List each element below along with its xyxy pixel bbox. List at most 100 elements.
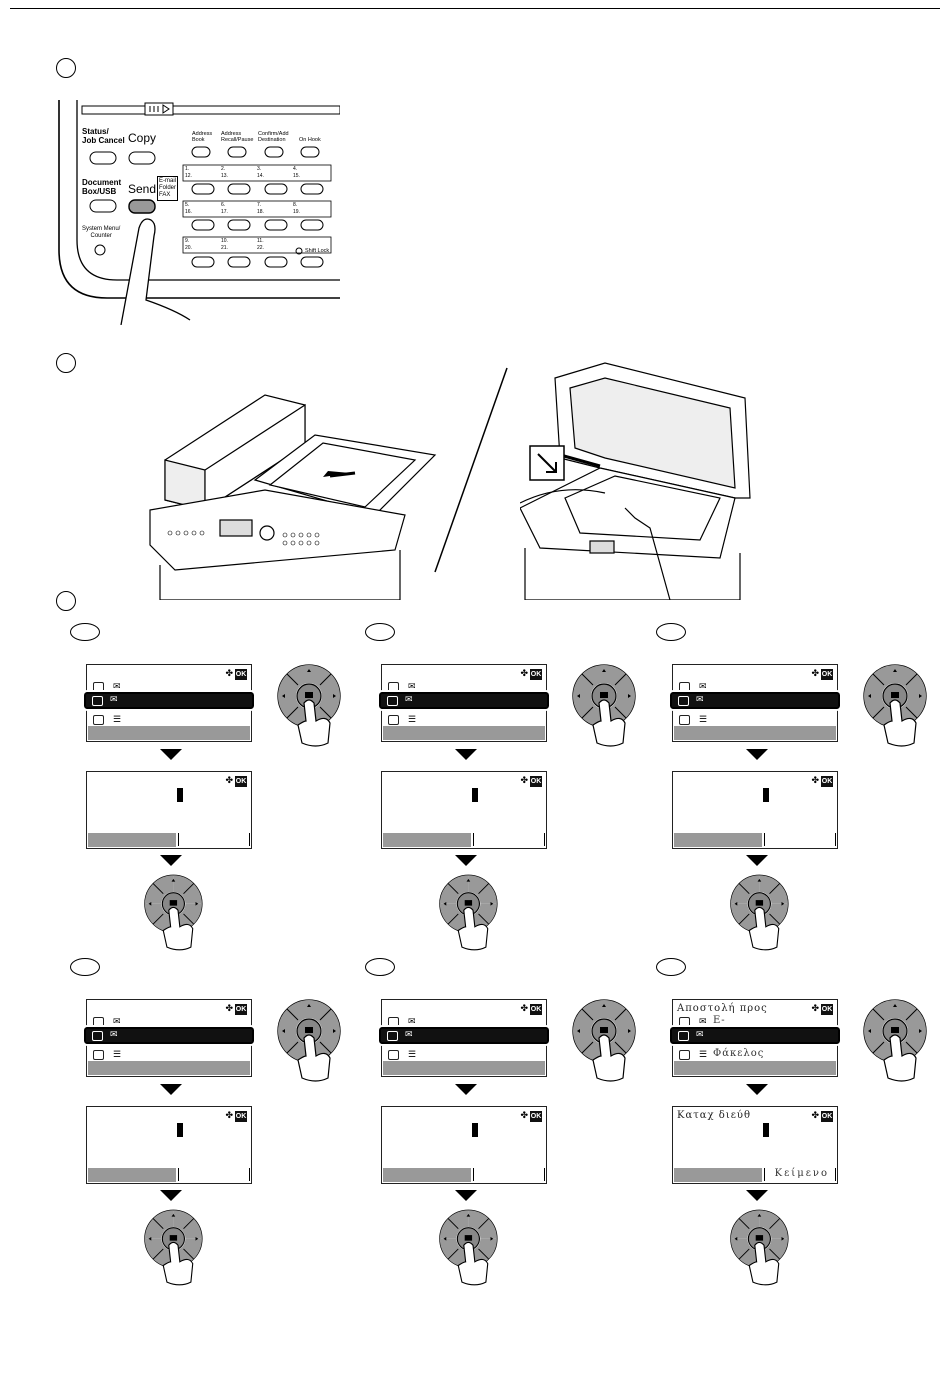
arrow-down-icon — [160, 749, 182, 760]
ok-icon: OK — [235, 1111, 247, 1122]
text-cursor — [763, 1123, 769, 1137]
nav-arrows-icon: ✤ — [225, 1110, 233, 1120]
arrow-key-icon — [863, 999, 927, 1082]
mail-icon: ✉ — [110, 694, 118, 704]
printer-adf-drawing — [149, 394, 437, 601]
arrow-down-icon — [160, 1084, 182, 1095]
arrow-down-icon — [455, 855, 477, 866]
confirm-add-key-label: Confirm/Add Destination — [258, 131, 289, 143]
mail-icon: ✉ — [696, 1029, 704, 1039]
mail-icon: ✉ — [110, 1029, 118, 1039]
lcd-softkey-right — [178, 833, 250, 846]
arrow-key-icon — [863, 664, 927, 747]
copy-key-label: Copy — [128, 131, 157, 145]
arrow-down-icon — [160, 1190, 182, 1201]
checkbox-icon — [388, 1050, 399, 1060]
arrow-down-icon — [746, 749, 768, 760]
one-touch-label: 16. — [185, 209, 192, 215]
arrow-key-icon — [730, 1209, 789, 1286]
system-menu-label: System Menu/ Counter — [82, 226, 121, 239]
step-1-marker — [56, 58, 76, 78]
lcd-softkey-left — [674, 1168, 762, 1182]
arrow-down-icon — [455, 749, 477, 760]
checkbox-icon — [93, 1017, 104, 1027]
one-touch-label: 19. — [293, 209, 300, 215]
lcd-send-to-screen: Αποστολή προς ✤ OK ✉↘ Ε-μ ✉ ☰ Φάκελος — [668, 999, 842, 1077]
arrow-down-icon — [455, 1190, 477, 1201]
one-touch-label: 22. — [257, 245, 264, 251]
lcd-entry-screen: Καταχ διεύθ ✤ OK Κείμενο — [672, 1106, 838, 1184]
lcd-softkey-left — [383, 1168, 471, 1182]
step-3-marker — [56, 591, 76, 611]
lcd-softkey-right — [473, 1168, 545, 1181]
one-touch-label: 10. — [221, 238, 228, 244]
lcd-softkey-bar — [88, 833, 250, 847]
one-touch-label: 15. — [293, 173, 300, 179]
arrow-down-icon — [160, 855, 182, 866]
checkbox-icon — [387, 1031, 398, 1041]
procedure-cell-3: ✤ OK ✉↘ ✉ ☰ — [656, 623, 927, 953]
sub-step-marker — [365, 958, 395, 976]
procedure-cell-4: ✤ OK ✉↘ ✉ ☰ — [70, 958, 341, 1288]
arrow-down-icon — [455, 1084, 477, 1095]
ok-icon: OK — [530, 1111, 542, 1122]
lcd-entry-screen: ✤ OK — [86, 1106, 252, 1184]
lcd-softkey-left — [674, 833, 762, 847]
lcd-softkey-bar — [383, 833, 545, 847]
platen-loading-illustration — [519, 358, 760, 601]
divider-line — [434, 367, 508, 573]
ok-icon: OK — [530, 669, 542, 680]
ok-icon: OK — [235, 1004, 247, 1015]
one-touch-row-1: 1.2.3.4. 12.13.14.15. — [185, 166, 331, 180]
arrow-down-icon — [746, 1190, 768, 1201]
checkbox-icon — [678, 696, 689, 706]
one-touch-label: 8. — [293, 202, 298, 208]
lcd-row-selected: ✉ — [82, 1025, 256, 1046]
arrow-down-icon — [746, 855, 768, 866]
folder-icon: ☰ — [408, 714, 417, 724]
procedure-cell-2: ✤ OK ✉↘ ✉ ☰ — [365, 623, 636, 953]
lcd-entry-screen: ✤ OK — [381, 771, 547, 849]
on-hook-key-label: On Hook — [299, 137, 321, 143]
nav-arrows-icon: ✤ — [520, 1003, 528, 1013]
ok-icon: OK — [530, 776, 542, 787]
text-cursor — [177, 788, 183, 802]
lcd-softkey-right — [473, 833, 545, 846]
nav-arrows-icon: ✤ — [225, 1003, 233, 1013]
arrow-key-icon — [730, 874, 789, 951]
one-touch-label: 6. — [221, 202, 226, 208]
one-touch-label: 2. — [221, 166, 226, 172]
lcd-softkey-bar — [383, 1168, 545, 1182]
checkbox-icon — [678, 1031, 689, 1041]
nav-arrows-icon: ✤ — [520, 668, 528, 678]
ok-icon: OK — [530, 1004, 542, 1015]
arrow-key-icon — [439, 1209, 498, 1286]
one-touch-label: 13. — [221, 173, 228, 179]
checkbox-icon — [92, 696, 103, 706]
lcd-softkey-left — [88, 1168, 176, 1182]
document-box-label: Document Box/USB — [82, 178, 122, 196]
one-touch-row-3: 9.10.11. 20.21.22. — [185, 238, 331, 252]
printer-platen-drawing — [519, 362, 751, 601]
text-cursor — [472, 788, 478, 802]
sub-step-marker — [656, 958, 686, 976]
folder-icon: ☰ — [408, 1049, 417, 1059]
procedure-cell-5: ✤ OK ✉↘ ✉ ☰ — [365, 958, 636, 1288]
softkey-label: Κείμενο — [774, 1168, 829, 1179]
one-touch-label: 20. — [185, 245, 192, 251]
status-key-label: Status/ Job Cancel — [82, 127, 125, 145]
adf-loading-illustration — [145, 385, 445, 601]
nav-arrows-icon: ✤ — [811, 1110, 819, 1120]
checkbox-icon — [679, 1050, 690, 1060]
nav-arrows-icon: ✤ — [811, 775, 819, 785]
checkbox-icon — [92, 1031, 103, 1041]
sub-step-marker — [70, 623, 100, 641]
lcd-row-selected: ✉ — [82, 690, 256, 711]
arrow-key-icon — [144, 1209, 203, 1286]
nav-arrows-icon: ✤ — [225, 775, 233, 785]
arrow-key-icon — [572, 664, 636, 747]
one-touch-label: 14. — [257, 173, 264, 179]
lcd-send-to-screen: ✤ OK ✉↘ ✉ ☰ — [377, 999, 551, 1077]
arrow-key-icon — [144, 874, 203, 951]
one-touch-label: 17. — [221, 209, 228, 215]
